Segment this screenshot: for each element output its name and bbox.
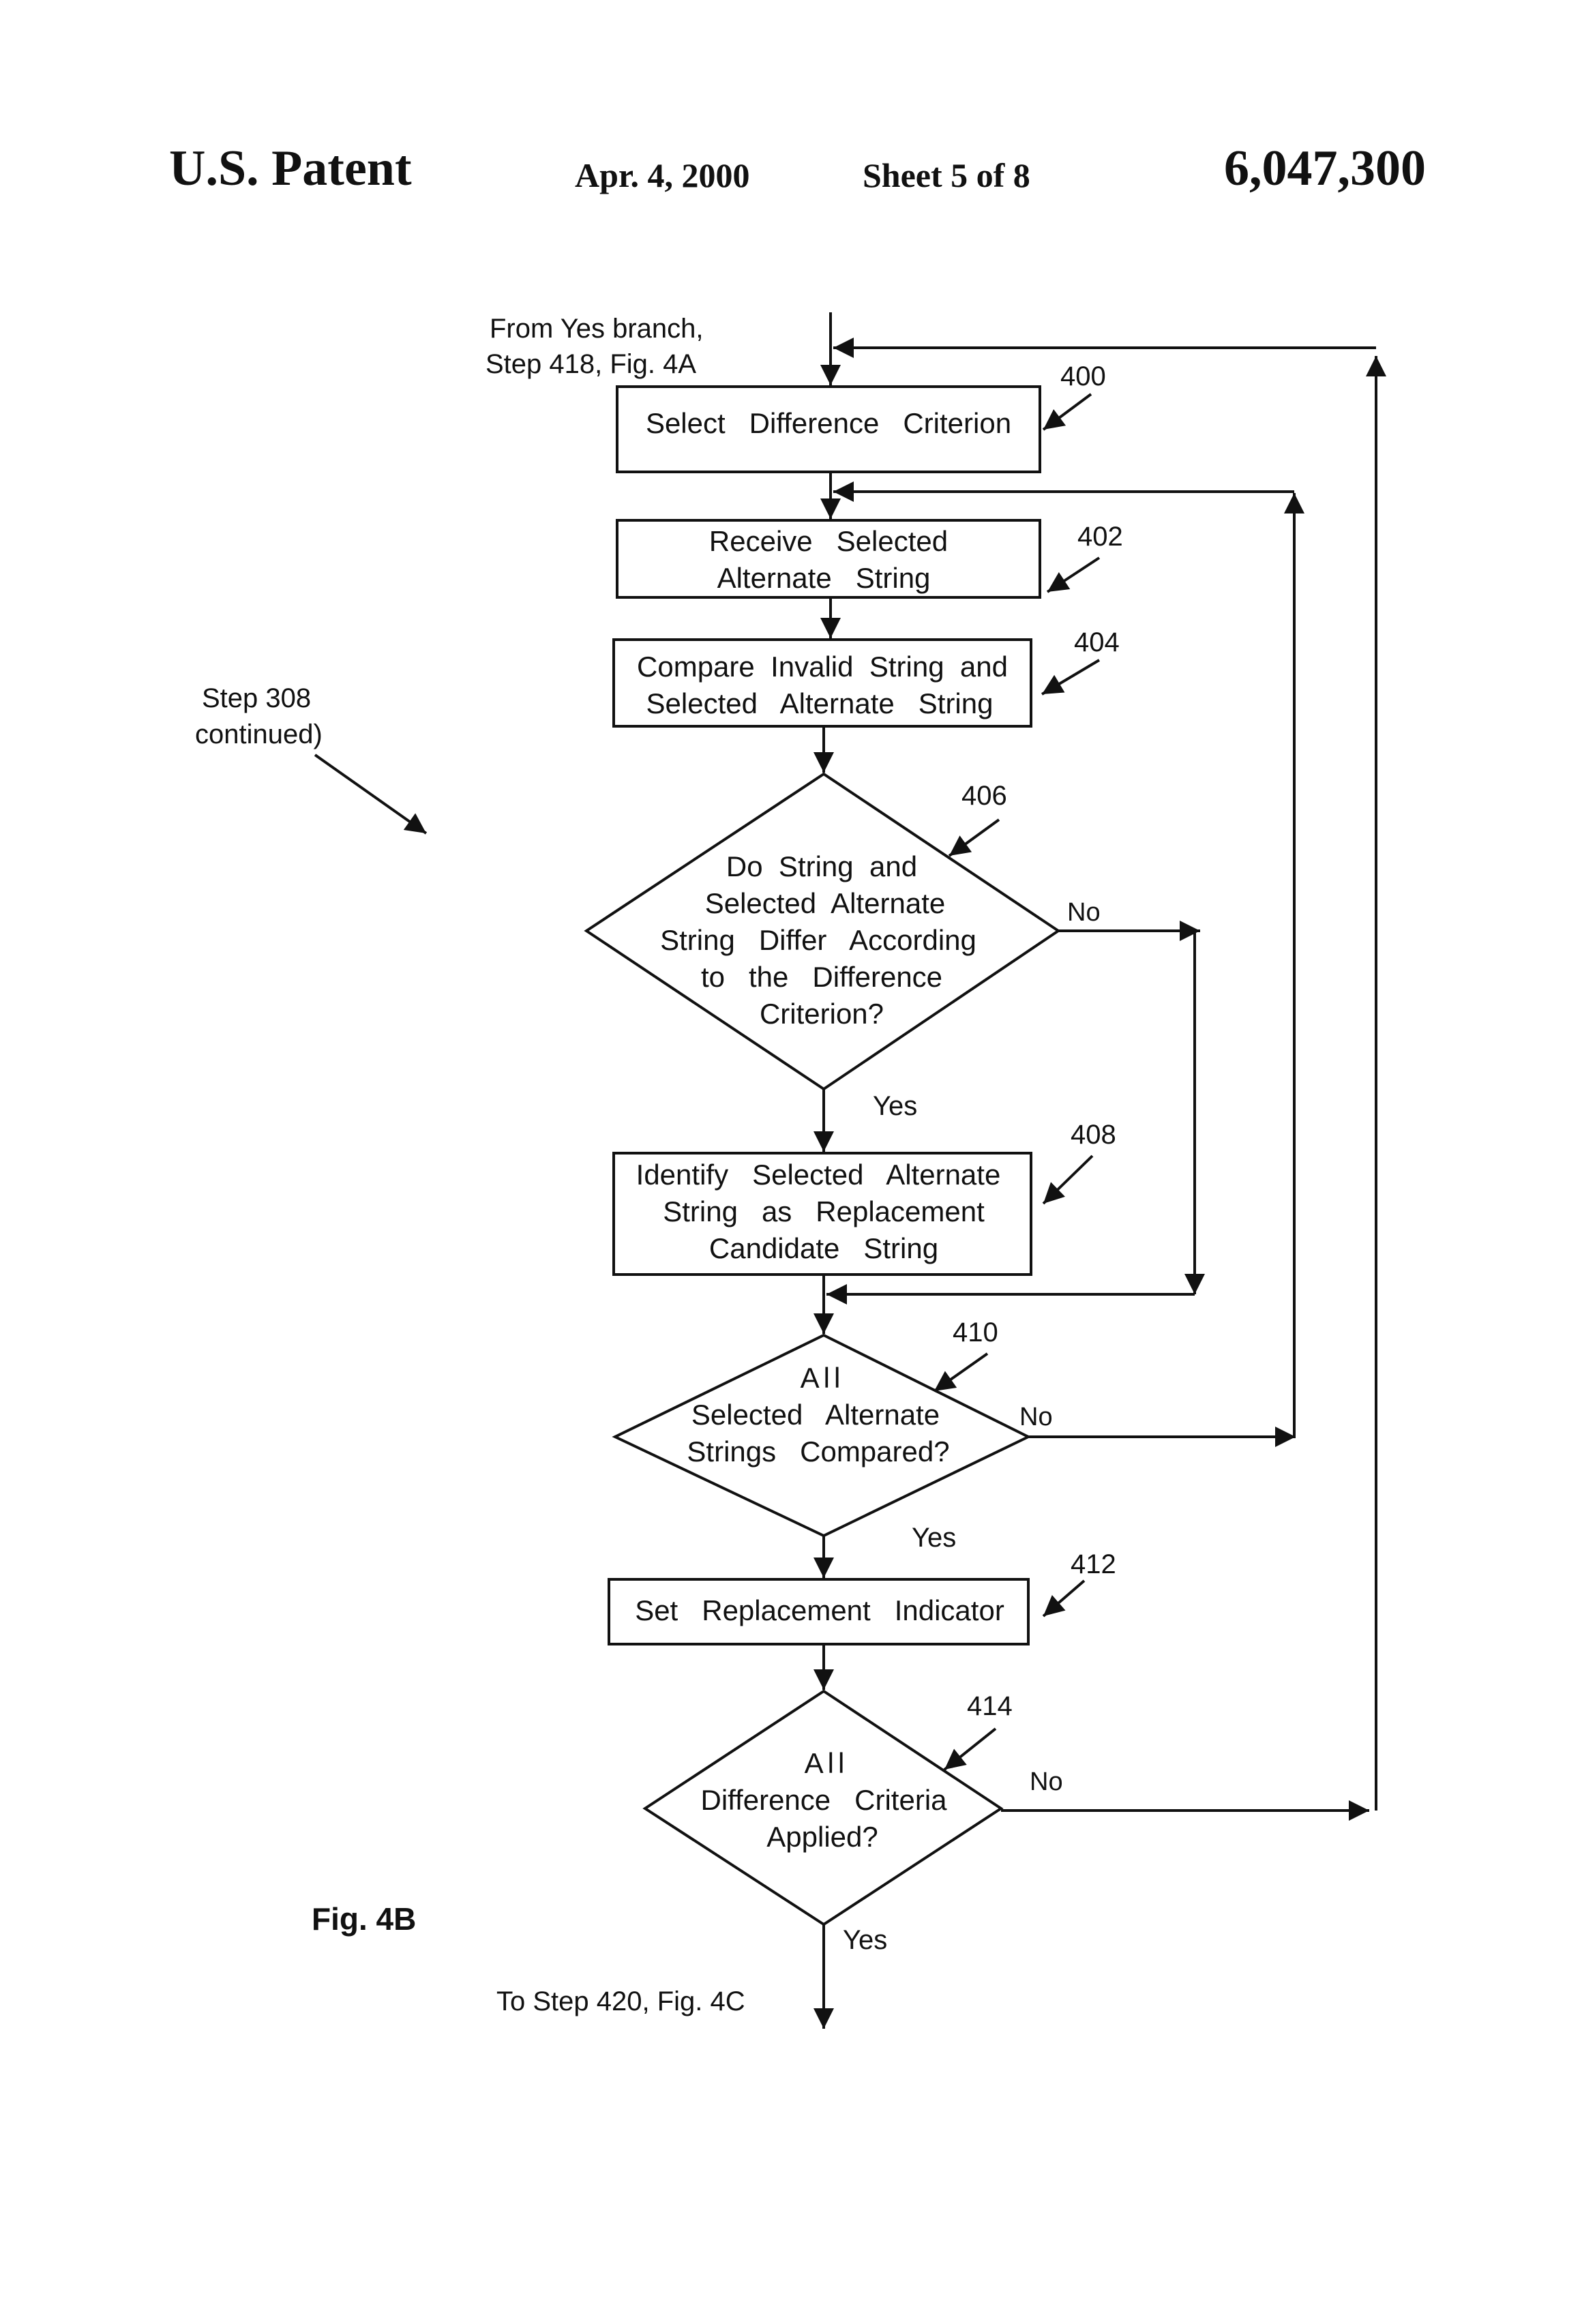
ref-numeral-404: 404: [1074, 627, 1120, 657]
ref-numeral-402: 402: [1077, 522, 1123, 552]
node-414-text-2: Difference Criteria: [700, 1784, 947, 1816]
ref-numeral-406: 406: [961, 781, 1007, 811]
ref-numeral-410: 410: [953, 1317, 998, 1347]
node-404-text-1: Compare Invalid String and: [637, 651, 1008, 683]
node-414-text-3: Applied?: [766, 1821, 878, 1853]
node-410-text-3: Strings Compared?: [687, 1435, 949, 1468]
node-408-text-1: Identify Selected Alternate: [636, 1159, 1001, 1191]
ref-numeral-408: 408: [1071, 1120, 1116, 1150]
ref-arrow-408: [1043, 1156, 1092, 1204]
ref-arrow-400: [1043, 394, 1091, 430]
node-406-text-1: Do String and: [726, 850, 917, 882]
node-410-text-2: Selected Alternate: [691, 1399, 940, 1431]
ref-numeral-400: 400: [1060, 361, 1106, 391]
ref-arrow-404: [1042, 660, 1099, 694]
node-414-text-1: All: [805, 1747, 849, 1779]
node-412-text: Set Replacement Indicator: [635, 1594, 1004, 1626]
node-410-text-1: All: [801, 1362, 845, 1394]
ref-arrow-402: [1047, 558, 1099, 592]
node-404-text-2: Selected Alternate String: [646, 687, 994, 719]
ref-arrow-410: [934, 1354, 987, 1391]
no-label-410: No: [1019, 1403, 1053, 1431]
no-label-414: No: [1030, 1768, 1063, 1796]
yes-label-406: Yes: [873, 1091, 917, 1121]
node-406-text-2: Selected Alternate: [705, 887, 946, 919]
ref-arrow-406: [949, 820, 999, 856]
yes-label-410: Yes: [912, 1523, 956, 1553]
node-406-text-3: String Differ According: [660, 924, 976, 956]
node-402-text-1: Receive Selected: [709, 525, 948, 557]
node-400-text: Select Difference Criterion: [646, 407, 1011, 439]
ref-numeral-412: 412: [1071, 1549, 1116, 1579]
entry-label-line-1: From Yes branch,: [490, 314, 704, 344]
node-408-text-2: String as Replacement: [663, 1195, 985, 1227]
node-406-text-4: to the Difference: [701, 961, 942, 993]
ref-arrow-414: [944, 1729, 996, 1770]
step-308-label-line-1: Step 308: [202, 683, 311, 713]
step-308-label-line-2: continued): [195, 719, 323, 749]
node-402-text-2: Alternate String: [717, 562, 931, 594]
yes-label-414: Yes: [843, 1925, 887, 1955]
entry-label-line-2: Step 418, Fig. 4A: [486, 349, 696, 379]
ref-numeral-414: 414: [967, 1691, 1013, 1721]
node-406-text-5: Criterion?: [760, 998, 884, 1030]
ref-arrow-412: [1043, 1581, 1084, 1616]
no-label-406: No: [1067, 898, 1101, 927]
node-408-text-3: Candidate String: [709, 1232, 938, 1264]
exit-label: To Step 420, Fig. 4C: [496, 1986, 745, 2016]
step-308-arrow: [315, 755, 426, 833]
figure-label: Fig. 4B: [312, 1901, 416, 1937]
